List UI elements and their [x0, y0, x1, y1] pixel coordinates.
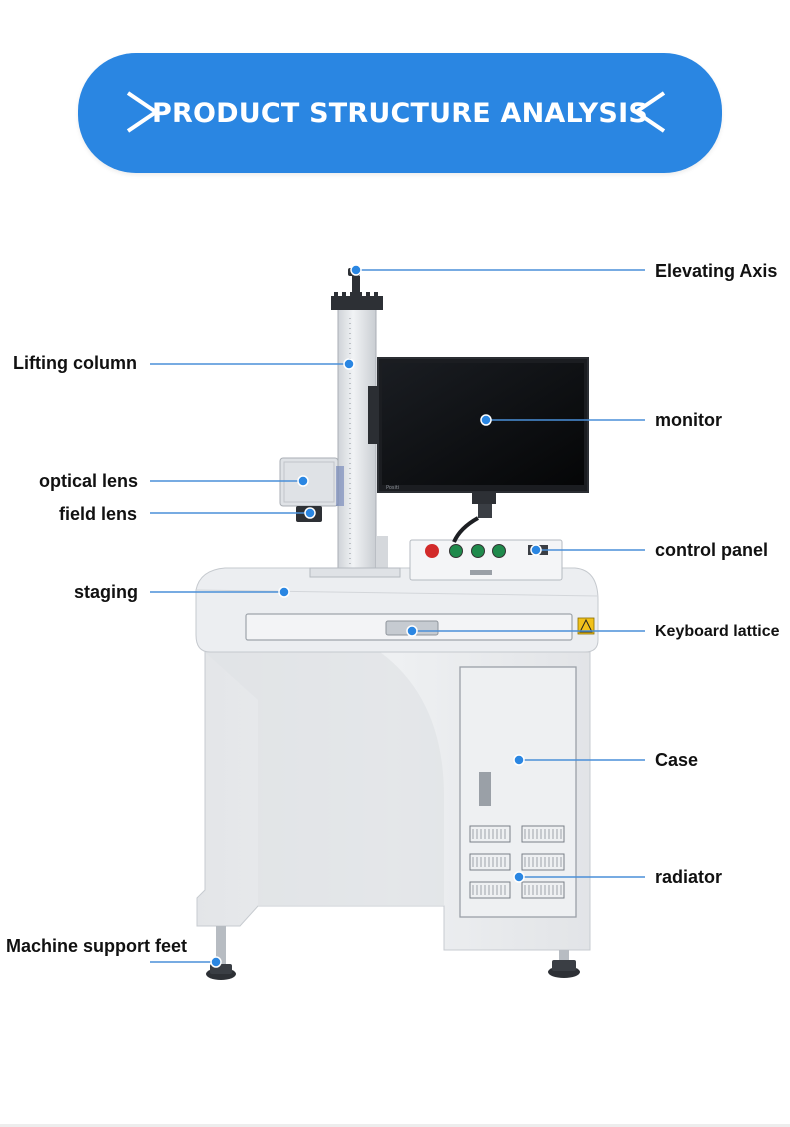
control-box: [409, 539, 563, 581]
label-field-lens: field lens: [59, 504, 138, 524]
label-keyboard-lattice: Keyboard lattice: [655, 623, 780, 640]
callout-dots: [210, 264, 542, 968]
label-monitor: monitor: [655, 410, 722, 430]
label-optical-lens: optical lens: [39, 471, 139, 491]
bottom-divider: [0, 1124, 790, 1127]
label-lifting-column: Lifting column: [13, 353, 137, 373]
callout-lines: [150, 269, 645, 963]
label-radiator: radiator: [655, 867, 723, 887]
lifting-column: [279, 268, 401, 578]
label-elevating-axis: Elevating Axis: [655, 261, 778, 281]
header-banner: PRODUCT STRUCTURE ANALYSIS: [78, 53, 722, 173]
monitor-illustration: Positi: [377, 357, 589, 543]
label-support-feet: Machine support feet: [6, 936, 188, 956]
chevron-right-icon: [126, 91, 160, 133]
machine-cabinet: [195, 567, 599, 980]
label-staging: staging: [74, 582, 139, 602]
chevron-left-icon: [632, 91, 666, 133]
label-case: Case: [655, 750, 699, 770]
page-title: PRODUCT STRUCTURE ANALYSIS: [152, 97, 648, 129]
monitor-brand: Positi: [386, 485, 399, 491]
label-control-panel: control panel: [655, 540, 769, 560]
